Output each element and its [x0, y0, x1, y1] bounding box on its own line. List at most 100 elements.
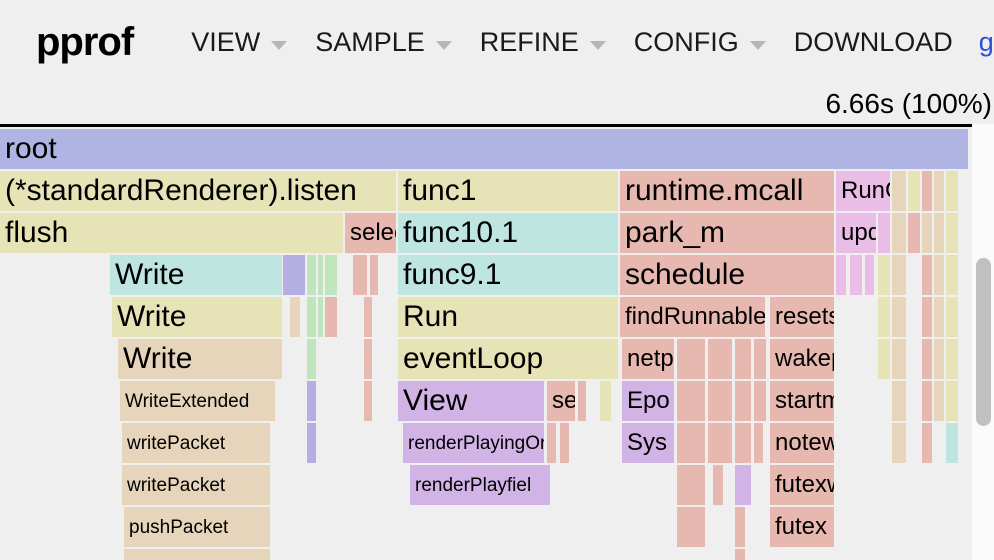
frame-sliver[interactable] — [708, 423, 732, 463]
frame-sliver[interactable] — [307, 255, 316, 295]
frame-sliver[interactable] — [318, 297, 323, 337]
frame-sliver[interactable] — [560, 423, 569, 463]
frame-sliver[interactable] — [934, 213, 944, 253]
frame-sliver[interactable] — [892, 339, 906, 379]
frame-sliver[interactable] — [353, 255, 367, 295]
vertical-scrollbar-track[interactable] — [972, 124, 994, 560]
frame-sliver[interactable] — [754, 339, 766, 379]
frame-sliver[interactable] — [908, 171, 920, 211]
frame-root[interactable]: root — [0, 129, 968, 169]
frame-writepacket[interactable]: writePacket — [122, 423, 270, 463]
frame-notewakeup[interactable]: notewakeup — [770, 423, 834, 463]
frame-upd[interactable]: upd — [836, 213, 876, 253]
frame-sliver[interactable] — [735, 507, 745, 547]
frame-func1[interactable]: func1 — [398, 171, 618, 211]
frame-sliver[interactable] — [677, 465, 705, 505]
frame-sliver[interactable] — [892, 297, 906, 337]
frame-sliver[interactable] — [307, 423, 316, 463]
frame-futexwakeup[interactable]: futexwakeup — [770, 465, 834, 505]
frame-write[interactable]: Write — [112, 297, 282, 337]
frame-sliver[interactable] — [836, 255, 846, 295]
frame-pushpacket[interactable]: pushPacket — [124, 507, 270, 547]
frame-wakep[interactable]: wakep — [770, 339, 834, 379]
frame-startm[interactable]: startm — [770, 381, 834, 421]
frame-sliver[interactable] — [708, 381, 732, 421]
frame-sliver[interactable] — [708, 339, 732, 379]
frame-sliver[interactable] — [325, 297, 337, 337]
menu-item-refine[interactable]: REFINE — [466, 27, 620, 58]
frame-resetspinning[interactable]: resetspinning — [770, 297, 834, 337]
frame-sliver[interactable] — [677, 339, 705, 379]
frame-sliver[interactable] — [946, 381, 958, 421]
frame-sliver[interactable] — [754, 381, 766, 421]
frame-writeextended[interactable]: WriteExtended — [120, 381, 275, 421]
frame-sys[interactable]: Sys — [622, 423, 674, 463]
frame-renderplayingorb[interactable]: renderPlayingOrb — [403, 423, 544, 463]
frame-sliver[interactable] — [677, 507, 705, 547]
frame-sliver[interactable] — [934, 255, 944, 295]
frame-sel[interactable]: sel — [547, 381, 575, 421]
frame-sliver[interactable] — [735, 381, 751, 421]
external-profile-link[interactable]: g — [978, 26, 994, 57]
frame-futex[interactable]: futex — [770, 507, 834, 547]
frame-select[interactable]: select — [345, 213, 396, 253]
frame-sliver[interactable] — [677, 423, 705, 463]
frame-write[interactable]: Write — [118, 339, 282, 379]
frame-sliver[interactable] — [922, 255, 932, 295]
frame-sliver[interactable] — [946, 213, 958, 253]
frame-sliver[interactable] — [892, 213, 906, 253]
frame-sliver[interactable] — [892, 381, 906, 421]
frame-sliver[interactable] — [934, 297, 944, 337]
frame-sliver[interactable] — [325, 255, 337, 295]
frame-sliver[interactable] — [934, 381, 944, 421]
frame-standardrenderer-listen[interactable]: (*standardRenderer).listen — [0, 171, 396, 211]
frame-sliver[interactable] — [735, 423, 751, 463]
frame-sliver[interactable] — [922, 339, 932, 379]
frame-sliver[interactable] — [364, 381, 372, 421]
frame-sliver[interactable] — [850, 255, 862, 295]
frame-sliver[interactable] — [946, 255, 958, 295]
frame-sliver[interactable] — [878, 297, 890, 337]
frame-sliver[interactable] — [318, 255, 323, 295]
frame-sliver[interactable] — [922, 213, 932, 253]
menu-item-download[interactable]: DOWNLOAD — [780, 27, 967, 58]
frame-sliver[interactable] — [946, 297, 958, 337]
frame-eventloop[interactable]: eventLoop — [398, 339, 618, 379]
frame-sliver[interactable] — [307, 297, 316, 337]
frame-sliver[interactable] — [713, 465, 723, 505]
frame-sliver[interactable] — [735, 339, 751, 379]
frame-sliver[interactable] — [922, 381, 932, 421]
frame-sliver[interactable] — [946, 171, 958, 211]
frame-sliver[interactable] — [364, 297, 372, 337]
menu-item-config[interactable]: CONFIG — [620, 27, 780, 58]
frame-sliver[interactable] — [922, 423, 932, 463]
frame-sliver[interactable] — [677, 381, 705, 421]
frame-sliver[interactable] — [865, 255, 874, 295]
frame-run[interactable]: Run — [398, 297, 618, 337]
frame-sliver[interactable] — [307, 339, 316, 379]
frame-sliver[interactable] — [754, 423, 763, 463]
frame-schedule[interactable]: schedule — [620, 255, 834, 295]
frame-sliver[interactable] — [283, 255, 305, 295]
frame-sliver[interactable] — [735, 465, 751, 505]
frame-sliver[interactable] — [878, 255, 890, 295]
frame-sliver[interactable] — [892, 171, 906, 211]
frame-sliver[interactable] — [908, 213, 920, 253]
frame-sliver[interactable] — [600, 381, 611, 421]
frame-runtime-mcall[interactable]: runtime.mcall — [620, 171, 834, 211]
frame-rung[interactable]: RunG — [836, 171, 890, 211]
frame-sliver[interactable] — [892, 255, 906, 295]
frame-sliver[interactable] — [934, 339, 944, 379]
frame-sliver[interactable] — [307, 381, 316, 421]
frame-sliver[interactable] — [364, 339, 372, 379]
frame-sliver[interactable] — [922, 171, 932, 211]
frame-func10-1[interactable]: func10.1 — [398, 213, 618, 253]
frame-func9-1[interactable]: func9.1 — [398, 255, 618, 295]
menu-item-sample[interactable]: SAMPLE — [301, 27, 466, 58]
frame-sliver[interactable] — [892, 423, 906, 463]
frame-renderplayfiel[interactable]: renderPlayfiel — [410, 465, 550, 505]
frame-sliver[interactable] — [878, 213, 890, 253]
frame-write[interactable]: Write — [110, 255, 282, 295]
frame-sliver[interactable] — [934, 171, 944, 211]
